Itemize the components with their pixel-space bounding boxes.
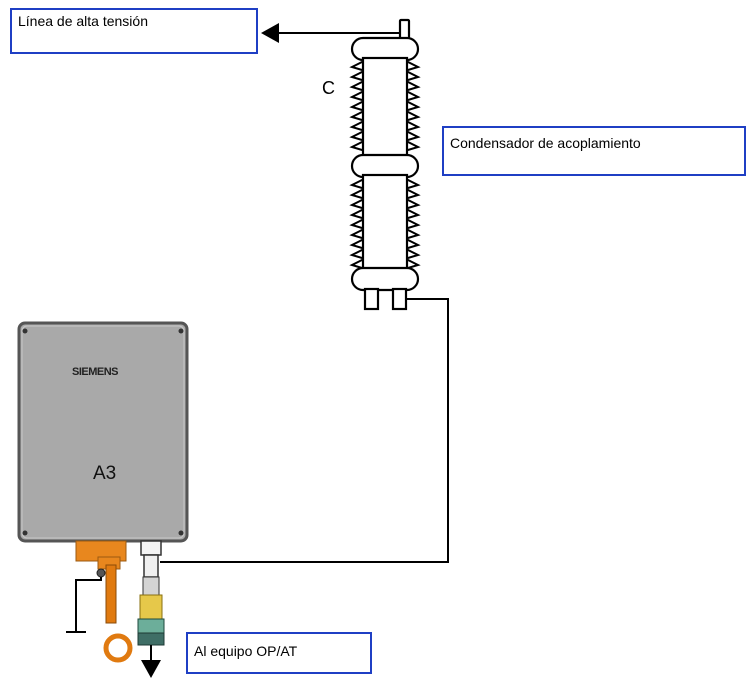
capacitor-symbol: C (322, 78, 335, 98)
brand-logo: SIEMENS (72, 366, 119, 378)
coupling-capacitor-text: Condensador de acoplamiento (450, 135, 641, 151)
coax-connector (137, 540, 165, 678)
device-name: A3 (93, 463, 117, 484)
to-equipment-text: Al equipo OP/AT (194, 643, 298, 659)
to-equipment-label: Al equipo OP/AT (186, 632, 372, 674)
coupling-capacitor-label: Condensador de acoplamiento (442, 126, 746, 176)
high-voltage-line-text: Línea de alta tensión (18, 13, 148, 29)
cabinet-a3 (17, 321, 189, 543)
coupling-capacitor-insulator (349, 18, 421, 311)
connection-wire (160, 298, 449, 563)
ground-terminal (66, 540, 133, 663)
high-voltage-line-label: Línea de alta tensión (10, 8, 258, 54)
